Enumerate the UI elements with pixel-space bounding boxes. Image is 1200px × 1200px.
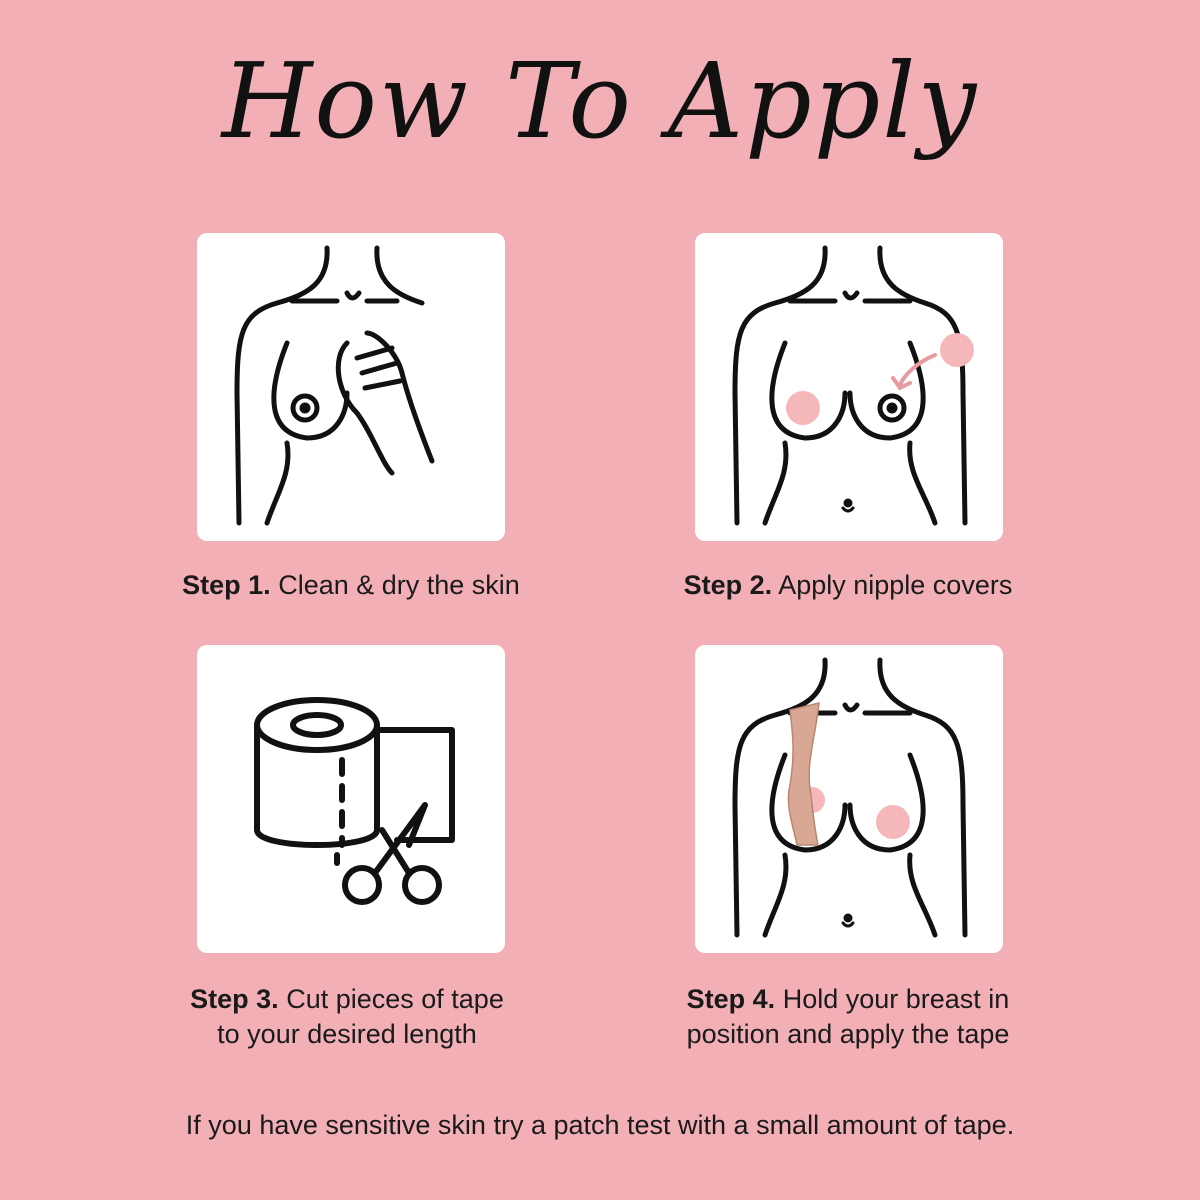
step-2-illustration <box>695 233 1003 541</box>
step-4-caption: Step 4. Hold your breast in position and… <box>598 982 1098 1052</box>
torso-tape-icon <box>732 657 968 938</box>
step-3-caption: Step 3. Cut pieces of tape to your desir… <box>97 982 597 1052</box>
step-3-label: Step 3. <box>190 984 279 1014</box>
step-1-label: Step 1. <box>182 570 271 600</box>
step-3-text: Cut pieces of tape <box>286 984 504 1014</box>
step-2-label: Step 2. <box>683 570 773 600</box>
step-4-text: Hold your breast in <box>782 984 1010 1014</box>
step-3-illustration <box>197 645 505 953</box>
torso-nipple-cover-icon <box>732 245 974 526</box>
tape-roll-scissors-icon <box>254 697 455 905</box>
step-4-illustration <box>695 645 1003 953</box>
torso-clean-icon <box>234 245 435 526</box>
step-3-text-line2: to your desired length <box>217 1019 477 1049</box>
page-title: How To Apply <box>221 40 979 162</box>
step-4-label: Step 4. <box>686 984 776 1014</box>
step-4-text-line2: position and apply the tape <box>686 1019 1010 1049</box>
step-2-text: Apply nipple covers <box>778 570 1013 600</box>
step-1-text: Clean & dry the skin <box>278 570 520 600</box>
step-1-illustration <box>197 233 505 541</box>
step-1-caption: Step 1. Clean & dry the skin <box>101 568 601 603</box>
patch-test-note: If you have sensitive skin try a patch t… <box>185 1110 1015 1140</box>
step-2-caption: Step 2. Apply nipple covers <box>598 568 1098 603</box>
